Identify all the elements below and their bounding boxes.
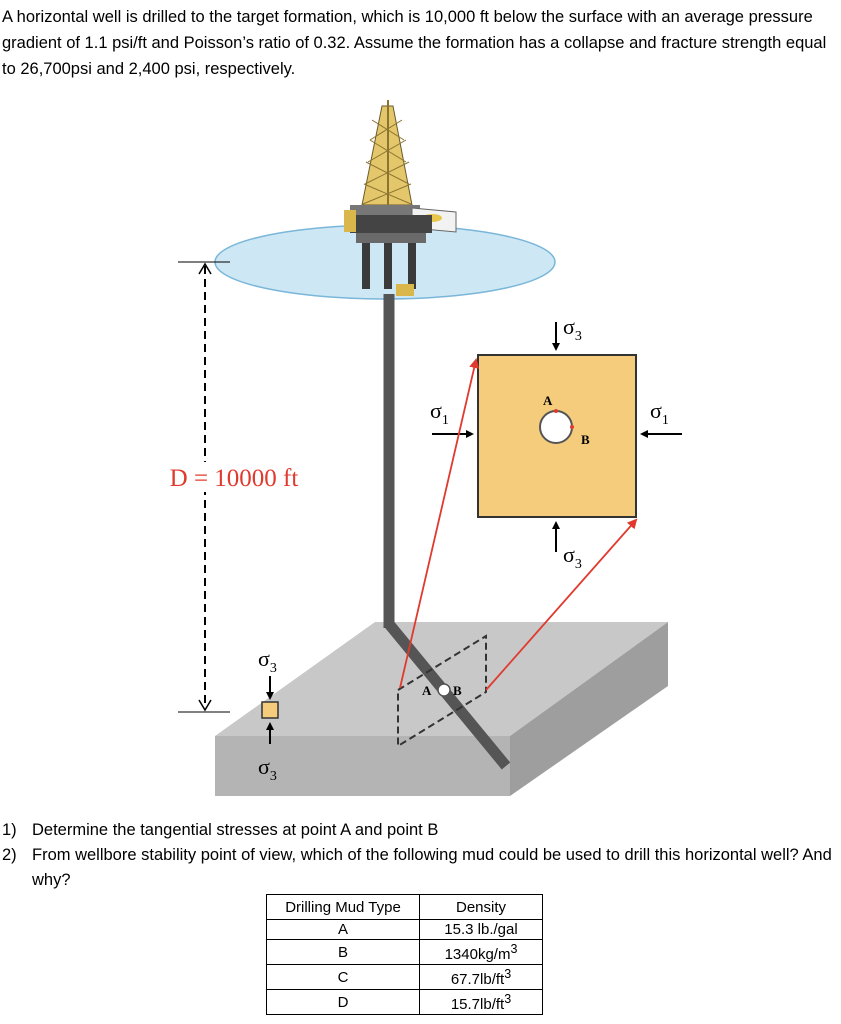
- sigma1-left-label: σ1: [430, 398, 449, 428]
- sigma1-right-label: σ1: [650, 398, 669, 428]
- mud-type-cell: C: [266, 964, 420, 990]
- density-cell: 15.7lb/ft3: [419, 989, 543, 1015]
- block-front-face: [215, 736, 510, 796]
- table-header-row: Drilling Mud Type Density: [266, 894, 543, 920]
- point-b-label: B: [581, 432, 590, 447]
- formation-block: [215, 622, 668, 796]
- stress-arrows: σ3 σ3 σ1 σ1: [430, 314, 682, 572]
- plane-point-a-label: A: [422, 683, 432, 698]
- sigma3-top-label: σ3: [563, 314, 582, 344]
- question-item: 1) Determine the tangential stresses at …: [0, 818, 838, 843]
- wellbore-hole: [539, 410, 573, 444]
- small-sigma3-bottom-label: σ3: [258, 754, 277, 784]
- block-top-face: [215, 622, 668, 736]
- problem-intro: A horizontal well is drilled to the targ…: [2, 8, 827, 78]
- wellbore-stress-figure: D = 10000 ft A B σ3 σ3 σ1 σ1 A B σ3: [150, 100, 682, 796]
- density-cell: 15.3 lb./gal: [419, 919, 543, 940]
- stress-square: A B: [477, 354, 637, 518]
- question-item: 2) From wellbore stability point of view…: [0, 843, 838, 893]
- question-text: Determine the tangential stresses at poi…: [32, 821, 439, 839]
- point-a-label: A: [543, 393, 553, 408]
- mud-type-cell: D: [266, 989, 420, 1015]
- point-b-marker: [570, 425, 574, 429]
- cross-section-plane: A B: [397, 634, 487, 748]
- depth-dimension: D = 10000 ft: [150, 261, 318, 713]
- question-number: 1): [2, 821, 17, 839]
- mud-type-cell: A: [266, 919, 420, 940]
- column-header-mud-type: Drilling Mud Type: [266, 894, 420, 920]
- small-sigma3-top-label: σ3: [258, 646, 277, 676]
- mud-type-cell: B: [266, 939, 420, 965]
- table-row: C 67.7lb/ft3: [266, 964, 543, 990]
- depth-label: D = 10000 ft: [170, 465, 299, 492]
- question-list: 1) Determine the tangential stresses at …: [0, 818, 838, 893]
- block-side-face: [510, 622, 668, 796]
- offshore-platform-icon: [344, 100, 457, 296]
- table-row: B 1340kg/m3: [266, 939, 543, 965]
- question-text: From wellbore stability point of view, w…: [32, 846, 832, 889]
- mud-density-table: Drilling Mud Type Density A 15.3 lb./gal…: [266, 894, 543, 1015]
- question-number: 2): [2, 846, 17, 864]
- density-cell: 67.7lb/ft3: [419, 964, 543, 990]
- plane-point-b-label: B: [453, 683, 462, 698]
- small-stress-element: σ3 σ3: [258, 646, 279, 784]
- table-row: A 15.3 lb./gal: [266, 919, 543, 940]
- point-a-marker: [554, 409, 558, 413]
- table-row: D 15.7lb/ft3: [266, 989, 543, 1015]
- density-cell: 1340kg/m3: [419, 939, 543, 965]
- column-header-density: Density: [419, 894, 543, 920]
- projection-arrows: [399, 358, 638, 691]
- sigma3-bottom-label: σ3: [563, 542, 582, 572]
